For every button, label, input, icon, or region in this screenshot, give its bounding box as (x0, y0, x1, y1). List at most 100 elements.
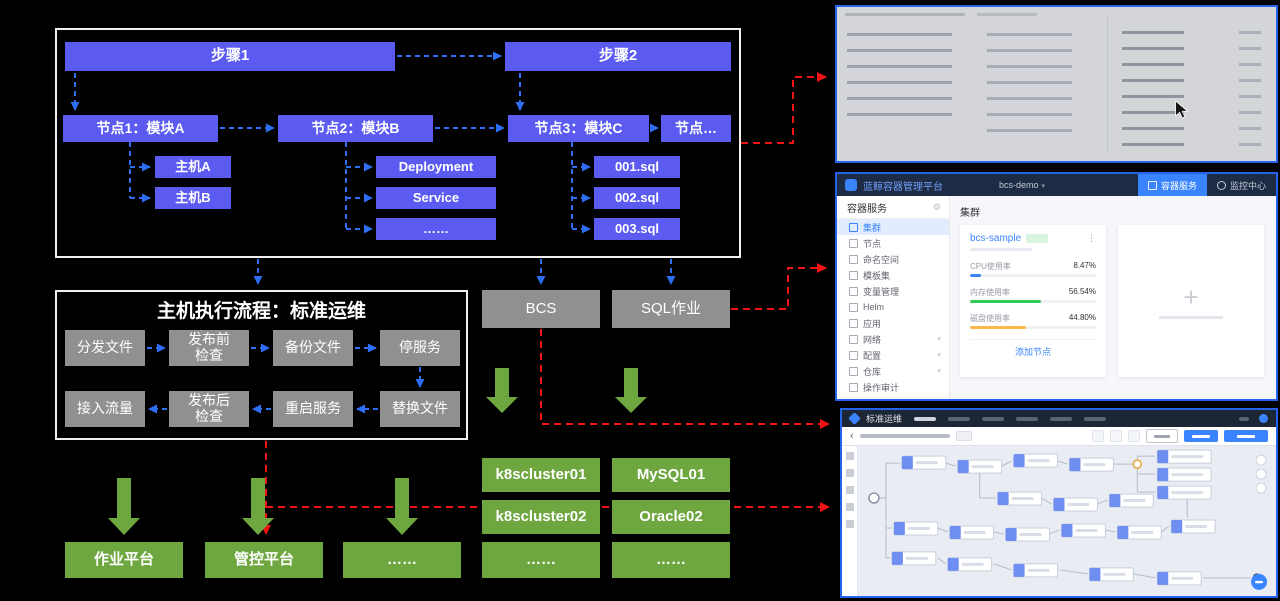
palette-icon (845, 469, 854, 477)
save-button[interactable] (1184, 430, 1218, 442)
project-selector[interactable]: bcs-demo▾ (999, 180, 1046, 190)
sidebar-item-cluster[interactable]: 集群 (837, 219, 949, 235)
cluster-icon (849, 222, 858, 232)
plus-icon: + (1183, 281, 1199, 312)
bcs-sidebar: 容器服务⚙ 集群 节点 命名空间 模板集 变量管理 Helm 应用 网络▾ 配置… (837, 196, 950, 399)
zoom-controls[interactable] (1255, 454, 1267, 494)
cluster-name[interactable]: bcs-sample (970, 233, 1022, 244)
tab-monitor-center[interactable]: 监控中心 (1207, 174, 1276, 196)
avatar[interactable] (1259, 414, 1268, 423)
network-icon (849, 334, 858, 344)
cluster-id-bar (970, 248, 1032, 251)
sidebar-item-templateset[interactable]: 模板集 (837, 267, 949, 283)
sql2-box: 002.sql (594, 187, 680, 209)
nav-item-placeholder[interactable] (914, 416, 937, 421)
node2-box: 节点2：模块B (278, 115, 433, 142)
tab-container-service[interactable]: 容器服务 (1137, 174, 1207, 196)
step1-bar: 步骤1 (65, 42, 395, 71)
flowchart-canvas[interactable] (858, 446, 1276, 597)
flow-distribute-files: 分发文件 (65, 330, 145, 366)
help-fab[interactable] (1251, 573, 1268, 590)
helm-icon (849, 302, 858, 312)
node3-box: 节点3：模块C (508, 115, 649, 142)
node-palette[interactable] (842, 446, 858, 596)
sidebar-item-helm[interactable]: Helm (837, 299, 949, 315)
sidebar-item-node[interactable]: 节点 (837, 235, 949, 251)
text-lines (847, 33, 952, 117)
screenshot-admin-list (835, 5, 1278, 163)
nav-item-placeholder[interactable] (982, 416, 1005, 421)
host-b-box: 主机B (155, 187, 231, 209)
back-icon[interactable]: ‹ (850, 429, 854, 442)
screenshot-bcs-console: 蓝鲸容器管理平台 bcs-demo▾ 容器服务 监控中心 容器服务⚙ 集群 节点… (835, 172, 1278, 401)
bcs-logo-title: 蓝鲸容器管理平台 (863, 181, 943, 193)
nav-item-placeholder[interactable] (948, 416, 971, 421)
host-flow-title: 主机执行流程：标准运维 (156, 301, 366, 322)
new-task-button[interactable] (1224, 430, 1268, 442)
sidebar-item-audit[interactable]: 操作审计 (837, 379, 949, 395)
progress-fill (970, 326, 1027, 329)
list-values (1239, 31, 1261, 157)
text-bar (845, 13, 965, 16)
flow-replace-files: 替换文件 (380, 391, 460, 427)
blue-dashed-arrows (70, 51, 676, 414)
sidebar-item-network[interactable]: 网络▾ (837, 331, 949, 347)
bcs-body: 容器服务⚙ 集群 节点 命名空间 模板集 变量管理 Helm 应用 网络▾ 配置… (837, 196, 1276, 399)
start-node (868, 492, 880, 504)
tool-icon[interactable] (1092, 430, 1104, 442)
bcs-logo-icon (845, 179, 857, 191)
text-bar (977, 13, 1037, 16)
sidebar-item-app[interactable]: 应用 (837, 315, 949, 331)
button-label-bar (1192, 434, 1210, 438)
sql-job-box: SQL作业 (612, 290, 730, 328)
notification-icon[interactable] (1239, 416, 1249, 421)
progress-fill (970, 274, 981, 277)
mouse-cursor (1175, 101, 1189, 119)
add-cluster-card[interactable]: + (1118, 225, 1264, 377)
nav-item-placeholder[interactable] (1016, 416, 1039, 421)
caption-bar (1159, 315, 1223, 319)
k8scluster02-box: k8scluster02 (482, 500, 600, 534)
cluster-card-header: bcs-sample ⋮ (970, 233, 1096, 244)
flow-title-bar (859, 434, 950, 438)
chevron-down-icon: ▾ (937, 368, 941, 375)
platform-ellipsis-1: …… (343, 542, 461, 578)
tool-icon[interactable] (1110, 430, 1122, 442)
secondary-button[interactable] (1146, 429, 1178, 443)
bcs-box: BCS (482, 290, 600, 328)
sidebar-item-variables[interactable]: 变量管理 (837, 283, 949, 299)
sidebar-title: 容器服务⚙ (837, 196, 949, 219)
gear-icon[interactable]: ⚙ (932, 201, 941, 212)
sidebar-item-repo[interactable]: 仓库▾ (837, 363, 949, 379)
service-box: Service (376, 187, 496, 209)
variable-icon (849, 286, 858, 296)
more-menu-icon[interactable]: ⋮ (1087, 233, 1096, 243)
tool-icon[interactable] (1128, 430, 1140, 442)
platform-ellipsis-3: …… (612, 542, 730, 578)
add-node-button[interactable]: 添加节点 (970, 339, 1096, 358)
button-label-bar (1154, 434, 1170, 438)
nav-item-placeholder[interactable] (1050, 416, 1073, 421)
flow-post-release-check: 发布后 检查 (169, 391, 249, 427)
sidebar-item-namespace[interactable]: 命名空间 (837, 251, 949, 267)
chevron-down-icon: ▾ (937, 352, 941, 359)
nav-item-placeholder[interactable] (1084, 416, 1107, 421)
sidebar-item-config[interactable]: 配置▾ (837, 347, 949, 363)
button-label-bar (1237, 434, 1255, 438)
config-icon (849, 350, 858, 360)
audit-icon (849, 382, 858, 392)
platform-ellipsis-2: …… (482, 542, 600, 578)
flow-stop-service: 停服务 (380, 330, 460, 366)
sql3-box: 003.sql (594, 218, 680, 240)
palette-icon (845, 452, 854, 460)
chevron-down-icon: ▾ (937, 336, 941, 343)
host-flow-panel (55, 290, 468, 440)
grid-icon (1147, 180, 1157, 190)
palette-icon (845, 503, 854, 511)
